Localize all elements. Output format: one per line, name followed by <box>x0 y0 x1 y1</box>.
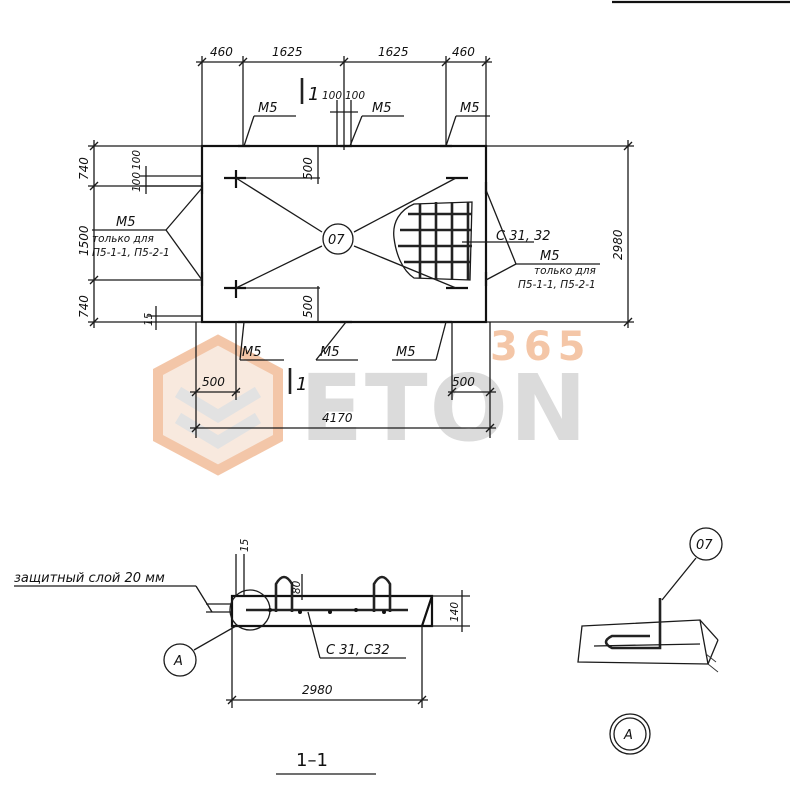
dim-inner-500-bottom: 500 <box>301 295 315 318</box>
mesh-cutaway <box>393 201 473 281</box>
callout-a-label: А <box>173 654 183 669</box>
dim-left-small-100-a: 100 <box>131 150 143 170</box>
only-for-right-line2: П5-1-1, П5-2-1 <box>518 279 596 291</box>
mesh-label-plan: С 31, 32 <box>496 229 551 244</box>
lifting-loops <box>238 144 452 324</box>
plan-view: 460 1625 1625 460 1 100 100 М5 М5 М5 <box>77 45 634 438</box>
section-loop-right <box>372 575 392 612</box>
dim-top-460-left: 460 <box>210 45 233 59</box>
dim-ticks-left <box>89 141 99 327</box>
dim-top-1625-left: 1625 <box>272 45 303 59</box>
dim-top-1625-right: 1625 <box>378 45 409 59</box>
section-mark-bottom: 1 <box>296 374 307 395</box>
dim-ticks-right <box>623 141 633 327</box>
leader-callout-a <box>193 625 237 651</box>
dim-top-460-right: 460 <box>452 45 475 59</box>
leader-side-right <box>485 189 517 265</box>
detail-hatch <box>705 653 717 663</box>
detail-title-label: А <box>623 728 633 743</box>
m5-top-right-label: М5 <box>460 101 480 116</box>
m5-top-left-label: М5 <box>258 101 278 116</box>
dim-left-1500: 1500 <box>77 225 91 256</box>
dim-top-small-100-a: 100 <box>322 90 342 102</box>
detail-marker-label: 07 <box>696 538 713 553</box>
dim-left-740-top: 740 <box>77 157 91 180</box>
leader-m5-bottom-right <box>435 321 447 361</box>
dim-ticks-top <box>197 57 491 67</box>
dim-left-740-bottom: 740 <box>77 295 91 318</box>
detail-view: 07 А <box>577 527 723 755</box>
leader-detail-marker <box>661 557 697 601</box>
detail-slab-edge <box>699 619 719 641</box>
leader-m5-top-right <box>445 115 457 147</box>
section-dim-80: 80 <box>291 580 303 594</box>
watermark-text: ETON <box>300 355 589 462</box>
callout-a-bubble <box>163 643 197 677</box>
center-marker-circle <box>322 223 354 255</box>
detail-callout-circle <box>229 589 271 631</box>
leader-side-left <box>165 187 203 231</box>
m5-side-left-label: М5 <box>116 215 136 230</box>
section-loop-left <box>274 575 294 612</box>
detail-slab-edge <box>707 639 719 665</box>
watermark-hex-logo <box>153 334 283 476</box>
section-mesh-label: С 31, С32 <box>326 643 390 658</box>
detail-title-circle-inner <box>613 717 647 751</box>
section-dim-15: 15 <box>239 538 251 552</box>
section-dim-140: 140 <box>449 602 461 622</box>
m5-bottom-mid-label: М5 <box>320 345 340 360</box>
watermark-chevron-icon <box>174 386 262 449</box>
dim-total-4170: 4170 <box>322 411 353 425</box>
m5-side-right-label: М5 <box>540 249 560 264</box>
detail-slab <box>577 619 709 665</box>
leader-section-mesh <box>307 611 321 659</box>
slab-section-right-edge <box>420 595 434 627</box>
dim-ticks-section <box>227 695 427 705</box>
detail-embedded-rod <box>604 598 662 650</box>
section-mark-top: 1 <box>308 84 319 105</box>
leader-m5-top-mid <box>349 115 363 147</box>
m5-bottom-left-label: М5 <box>242 345 262 360</box>
detail-title-circle-outer <box>609 713 651 755</box>
m5-bottom-right-label: М5 <box>396 345 416 360</box>
only-for-right-line1: только для <box>534 265 596 277</box>
dim-inner-500-top: 500 <box>301 157 315 180</box>
dim-small-15: 15 <box>143 312 155 326</box>
inner-embedded-parts <box>224 170 468 298</box>
leader-m5-top-left <box>243 115 255 147</box>
watermark: 365 ETON <box>153 324 592 476</box>
detail-marker-circle <box>689 527 723 561</box>
dim-top-small-100-b: 100 <box>345 90 365 102</box>
leader-m5-bottom-mid <box>315 321 347 361</box>
dim-right-2980: 2980 <box>611 229 625 260</box>
section-view: 15 80 140 защитный слой 20 мм А С 31, С3… <box>14 538 470 775</box>
m5-top-mid-label: М5 <box>372 101 392 116</box>
center-marker-label: 07 <box>328 233 345 248</box>
dim-ticks-bottom <box>191 387 495 433</box>
leader-cover-layer <box>195 585 213 613</box>
detail-hatch <box>707 663 719 673</box>
leader-side-right <box>485 263 517 281</box>
detail-rebar <box>593 643 701 647</box>
cover-layer-label: защитный слой 20 мм <box>14 571 165 586</box>
dim-left-small-100-b: 100 <box>131 172 143 192</box>
section-title: 1–1 <box>296 750 328 771</box>
leader-m5-bottom-left <box>239 321 245 361</box>
only-for-left-line2: П5-1-1, П5-2-1 <box>92 247 170 259</box>
marker-leaders <box>235 177 457 289</box>
dim-bottom-500-left: 500 <box>202 375 225 389</box>
section-mesh-dots <box>268 608 386 614</box>
leader-side-left <box>165 229 203 281</box>
only-for-left-line1: только для <box>92 233 154 245</box>
watermark-number: 365 <box>490 324 592 370</box>
section-dim-2980: 2980 <box>302 683 333 697</box>
dim-bottom-500-right: 500 <box>452 375 475 389</box>
